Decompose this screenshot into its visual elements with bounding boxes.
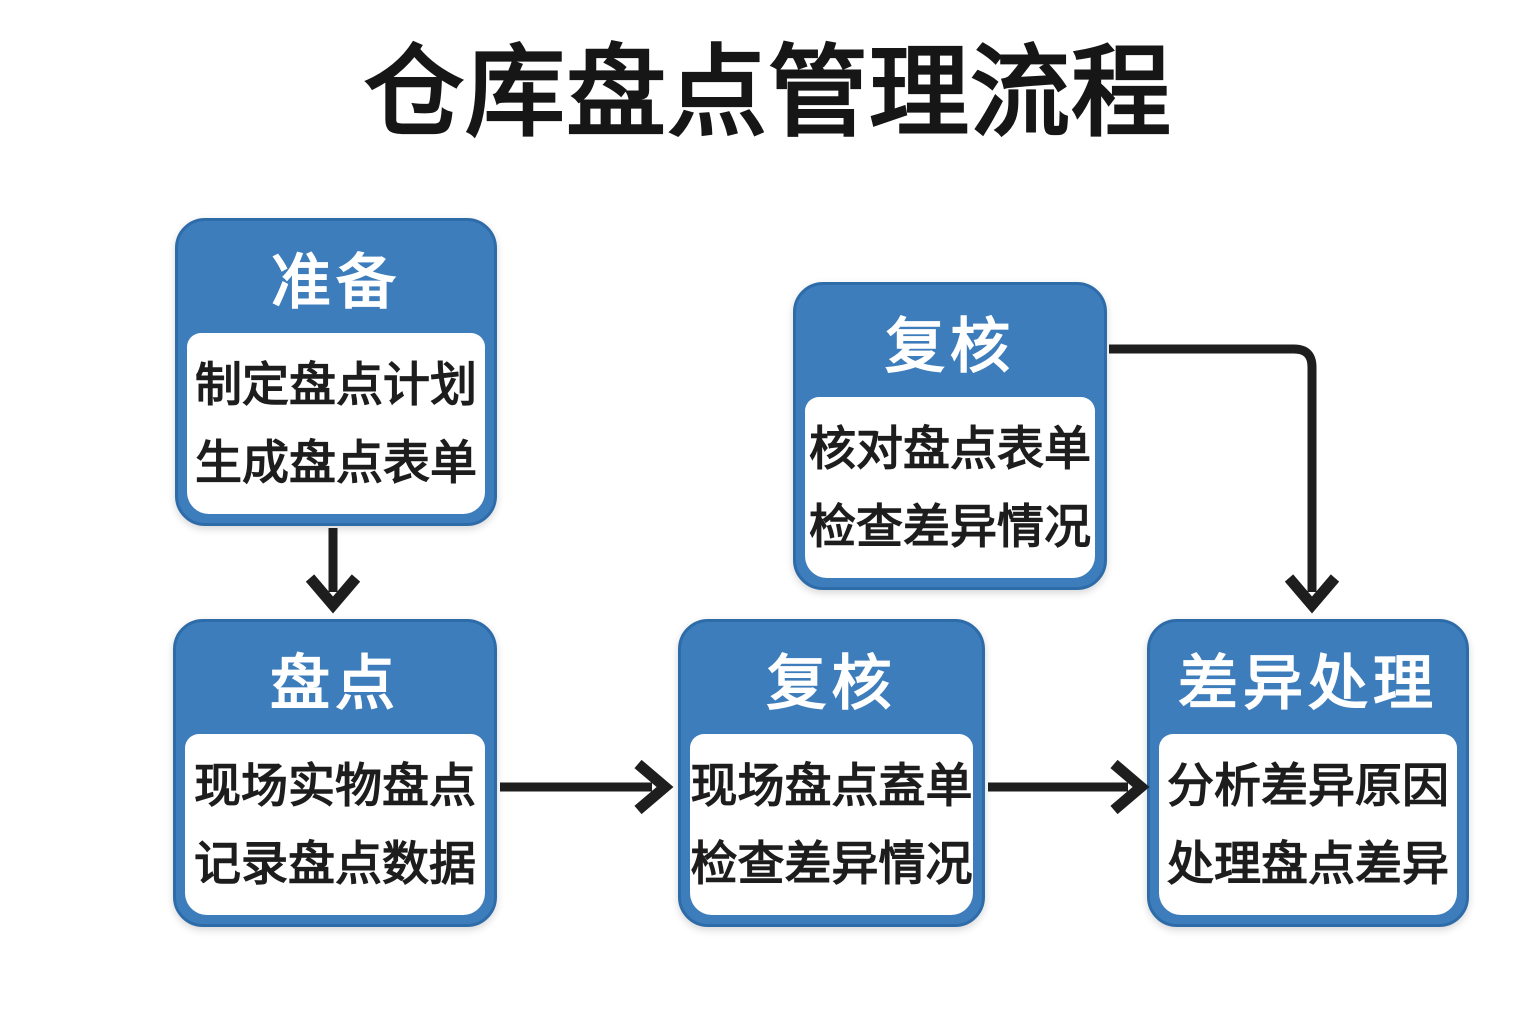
page-title: 仓库盘点管理流程: [364, 37, 1172, 149]
node-count-body: 现场实物盘点 记录盘点数据: [185, 734, 485, 915]
node-review-mid-line: 检查差异情况: [690, 836, 973, 890]
node-count-line: 记录盘点数据: [194, 836, 476, 890]
node-diff-line: 分析差异原因: [1167, 758, 1449, 812]
node-review-mid-title: 复核: [766, 649, 897, 717]
node-review-top-title: 复核: [885, 312, 1015, 380]
node-review-mid-body: 现场盘点盍单 检查差异情况: [690, 734, 973, 915]
node-count-title: 盘点: [270, 649, 400, 717]
node-review-top-body: 核对盘点表单 检查差异情况: [805, 397, 1095, 578]
node-review-top: 复核 核对盘点表单 检查差异情况: [793, 282, 1107, 590]
node-prepare: 准备 制定盘点计划 生成盘点表单: [175, 218, 497, 526]
node-prepare-line: 制定盘点计划: [195, 357, 477, 411]
node-diff-line: 处理盘点差异: [1167, 836, 1449, 890]
node-prepare-body: 制定盘点计划 生成盘点表单: [187, 333, 485, 514]
node-review-mid-line: 现场盘点盍单: [690, 758, 973, 812]
node-count-line: 现场实物盘点: [194, 758, 476, 812]
node-review-top-line: 核对盘点表单: [809, 421, 1091, 475]
node-review-top-line: 检查差异情况: [809, 499, 1091, 553]
arrow-prepare-to-count: [305, 528, 361, 614]
arrow-count-to-review-mid: [500, 759, 674, 815]
node-prepare-line: 生成盘点表单: [195, 435, 477, 489]
node-review-mid: 复核 现场盘点盍单 检查差异情况: [678, 619, 985, 927]
node-count: 盘点 现场实物盘点 记录盘点数据: [173, 619, 497, 927]
node-prepare-title: 准备: [271, 248, 401, 316]
arrow-review-top-to-diff: [1109, 344, 1340, 614]
node-diff-title: 差异处理: [1178, 649, 1438, 717]
node-diff-body: 分析差异原因 处理盘点差异: [1159, 734, 1457, 915]
arrow-review-mid-to-diff: [988, 759, 1150, 815]
node-diff: 差异处理 分析差异原因 处理盘点差异: [1147, 619, 1469, 927]
